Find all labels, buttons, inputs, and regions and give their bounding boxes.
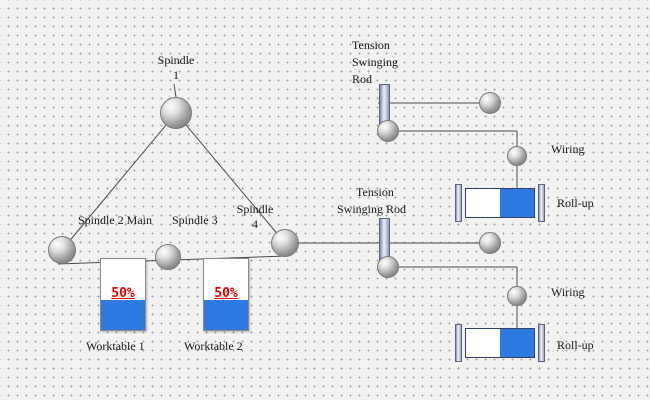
spindle1-label-tick	[173, 83, 177, 98]
rollup-top-drum	[465, 188, 535, 218]
tension-top-ball	[377, 120, 399, 142]
worktable-1-tank: 50%	[100, 258, 146, 331]
rollup-bottom-label: Roll-up	[557, 338, 594, 352]
tension-bottom-label-line1: Tension	[356, 185, 394, 199]
pulley-bottom-right-ball	[479, 232, 501, 254]
worktable-1-percent: 50%	[111, 286, 135, 301]
spindle-1-label-line1: Spindle	[157, 53, 195, 67]
rollup-bottom-right-bar	[538, 324, 545, 362]
worktable-1-fill	[101, 300, 145, 330]
tension-bottom-ball	[377, 256, 399, 278]
spindle-4-ball	[271, 229, 299, 257]
tension-bottom-label-line2: Swinging Rod	[337, 202, 407, 216]
rollup-top-label: Roll-up	[557, 196, 594, 210]
worktable-1-label: Worktable 1	[86, 339, 145, 353]
rollup-top-drum-empty	[466, 189, 500, 217]
wiring-bottom-label: Wiring	[551, 285, 585, 299]
spindle-1-label-line2: 1	[173, 68, 179, 82]
wiring-top-ball	[507, 146, 527, 166]
wiring-bottom-ball	[507, 286, 527, 306]
spindle-3-label: Spindle 3	[172, 213, 218, 227]
belt-line-right	[175, 112, 286, 244]
worktable-2-fill	[204, 300, 248, 330]
spindle-4-label-line1: Spindle	[236, 202, 274, 216]
rollup-top-right-bar	[538, 184, 545, 222]
rollup-bottom-drum	[465, 328, 535, 358]
tension-top-label-line2: Swinging	[352, 55, 399, 69]
tension-top-label-line3: Rod	[352, 72, 373, 86]
pulley-top-right-ball	[479, 92, 501, 114]
rollup-bottom-drum-fill	[500, 329, 534, 357]
spindle-4-label-line2: 4	[252, 217, 258, 231]
worktable-2-label: Worktable 2	[184, 339, 243, 353]
worktable-2-tank: 50%	[203, 258, 249, 331]
worktable-2-percent: 50%	[214, 286, 238, 301]
tension-top-label-line1: Tension	[352, 38, 390, 52]
spindle-2-label: Spindle 2 Main	[78, 213, 152, 227]
rollup-bottom-left-bar	[455, 324, 462, 362]
spindle-1-ball	[160, 97, 192, 129]
belt-line-left	[61, 112, 177, 251]
wiring-top-label: Wiring	[551, 142, 585, 156]
rollup-bottom-drum-empty	[466, 329, 500, 357]
spindle-2-ball	[48, 236, 76, 264]
rollup-top-left-bar	[455, 184, 462, 222]
spindle-3-ball	[155, 244, 181, 270]
rollup-top-drum-fill	[500, 189, 534, 217]
